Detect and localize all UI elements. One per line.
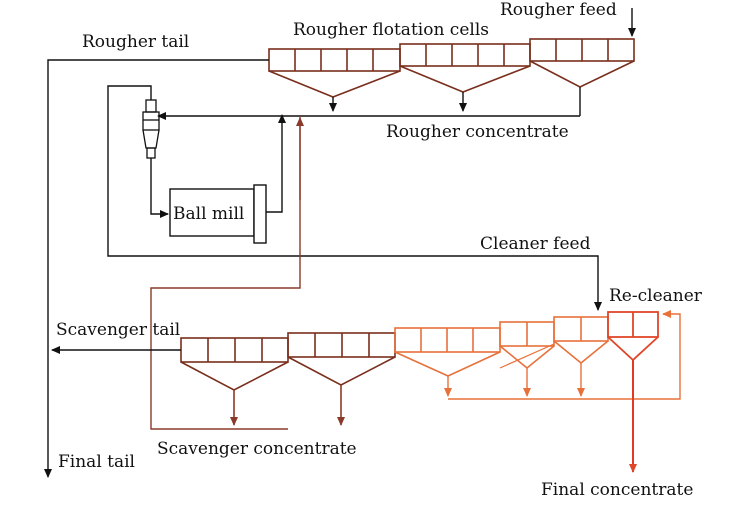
cleaner-return-loop [448,310,681,400]
ball-mill [169,184,267,244]
ball-mill-discharge-line [266,114,286,213]
re-cleaner-bank [607,311,659,362]
label-rougher-feed: Rougher feed [500,0,617,20]
label-rougher-flotation-cells: Rougher flotation cells [293,20,489,40]
cyclone-icon [142,99,160,159]
scavenger-bank-1 [180,337,289,391]
cleaner-bank-1 [394,327,501,377]
label-rougher-tail: Rougher tail [82,32,189,52]
label-scavenger-concentrate: Scavenger concentrate [157,439,357,459]
label-rougher-concentrate: Rougher concentrate [386,122,569,142]
label-final-tail: Final tail [58,452,135,472]
rougher-bank-3 [529,38,635,88]
label-scavenger-tail: Scavenger tail [56,320,180,340]
rougher-bank-1 [268,48,401,98]
cyclone-underflow-line [150,158,169,218]
scavenger-bank-2 [287,332,396,386]
label-re-cleaner: Re-cleaner [609,286,703,306]
cyclone-overflow-line [107,85,602,311]
label-final-concentrate: Final concentrate [541,480,693,500]
label-ball-mill: Ball mill [173,204,244,224]
cleaner-bank-3 [553,316,609,365]
cleaner-bank-2 [499,321,555,370]
label-cleaner-feed: Cleaner feed [480,234,591,254]
rougher-tail-line [44,59,269,478]
rougher-bank-2 [399,43,531,93]
scavenger-concentrate-loop [150,116,301,430]
cleaner-diagonal [499,343,555,369]
